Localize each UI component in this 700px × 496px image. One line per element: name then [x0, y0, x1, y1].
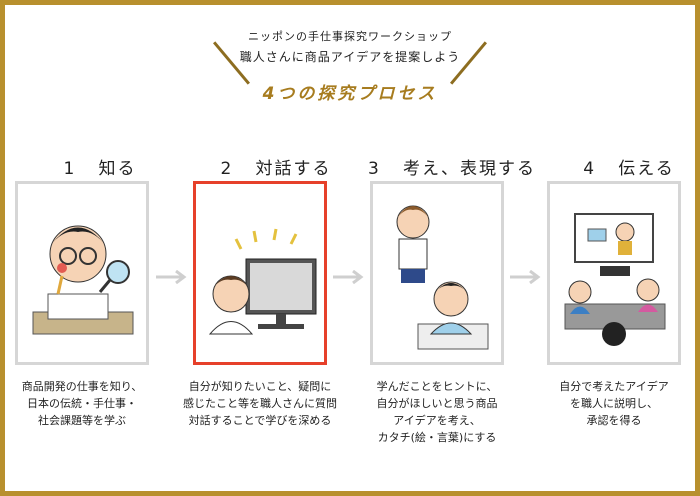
arrow-right-icon [156, 270, 187, 284]
step-1-description: 商品開発の仕事を知り、 日本の伝統・手仕事・ 社会課題等を学ぶ [0, 378, 167, 429]
step-2-desc-line: 対話することで学びを深める [188, 414, 332, 427]
arrow-right-icon [333, 270, 364, 284]
step-4-label: 伝える [618, 159, 675, 179]
step-1-desc-line: 社会課題等を学ぶ [38, 414, 126, 427]
step-4-desc-line: を職人に説明し、 [570, 397, 658, 410]
step-4-title: 4 伝える [544, 154, 700, 179]
step-3-desc-line: アイデアを考え、 [393, 414, 481, 427]
step-2-number: 2 [220, 159, 234, 179]
step-4-desc-line: 承認を得る [586, 414, 642, 427]
step-2-desc-line: 感じたこと等を職人さんに質問 [183, 397, 337, 410]
page-title: 4つの探究プロセス [262, 84, 438, 104]
step-3-desc-line: 自分がほしいと思う商品 [376, 397, 498, 410]
step-2-label: 対話する [255, 159, 332, 179]
step-3-description: 学んだことをヒントに、 自分がほしいと思う商品 アイデアを考え、 カタチ(絵・言… [352, 378, 522, 446]
step-1-number: 1 [63, 159, 77, 179]
step-3-desc-line: 学んだことをヒントに、 [376, 380, 498, 393]
header-subtitle-top: ニッポンの手仕事探究ワークショップ [248, 30, 452, 43]
step-3-illustration [370, 181, 504, 365]
step-1-label: 知る [98, 159, 137, 179]
step-2-illustration [193, 181, 327, 365]
step-4-illustration [547, 181, 681, 365]
header: ニッポンの手仕事探究ワークショップ 職人さんに商品アイデアを提案しよう 4つの探… [0, 26, 700, 104]
header-subtitle-main: 職人さんに商品アイデアを提案しよう [239, 50, 461, 64]
step-1-desc-line: 商品開発の仕事を知り、 [21, 380, 143, 393]
step-1-desc-line: 日本の伝統・手仕事・ [27, 397, 137, 410]
step-3-label: 考え、表現する [403, 159, 537, 179]
step-4-number: 4 [583, 159, 597, 179]
step-3-title: 3 考え、表現する [367, 154, 537, 179]
arrow-right-icon [510, 270, 541, 284]
step-4-description: 自分で考えたアイデア を職人に説明し、 承認を得る [529, 378, 699, 429]
step-2-desc-line: 自分が知りたいこと、疑問に [188, 380, 332, 393]
step-2-description: 自分が知りたいこと、疑問に 感じたこと等を職人さんに質問 対話することで学びを深… [175, 378, 345, 429]
step-3-number: 3 [367, 159, 381, 179]
step-1-title: 1 知る [15, 154, 185, 179]
step-1-illustration [15, 181, 149, 365]
step-2-title: 2 対話する [191, 154, 361, 179]
step-3-desc-line: カタチ(絵・言葉)にする [377, 431, 497, 444]
step-4-desc-line: 自分で考えたアイデア [559, 380, 669, 393]
